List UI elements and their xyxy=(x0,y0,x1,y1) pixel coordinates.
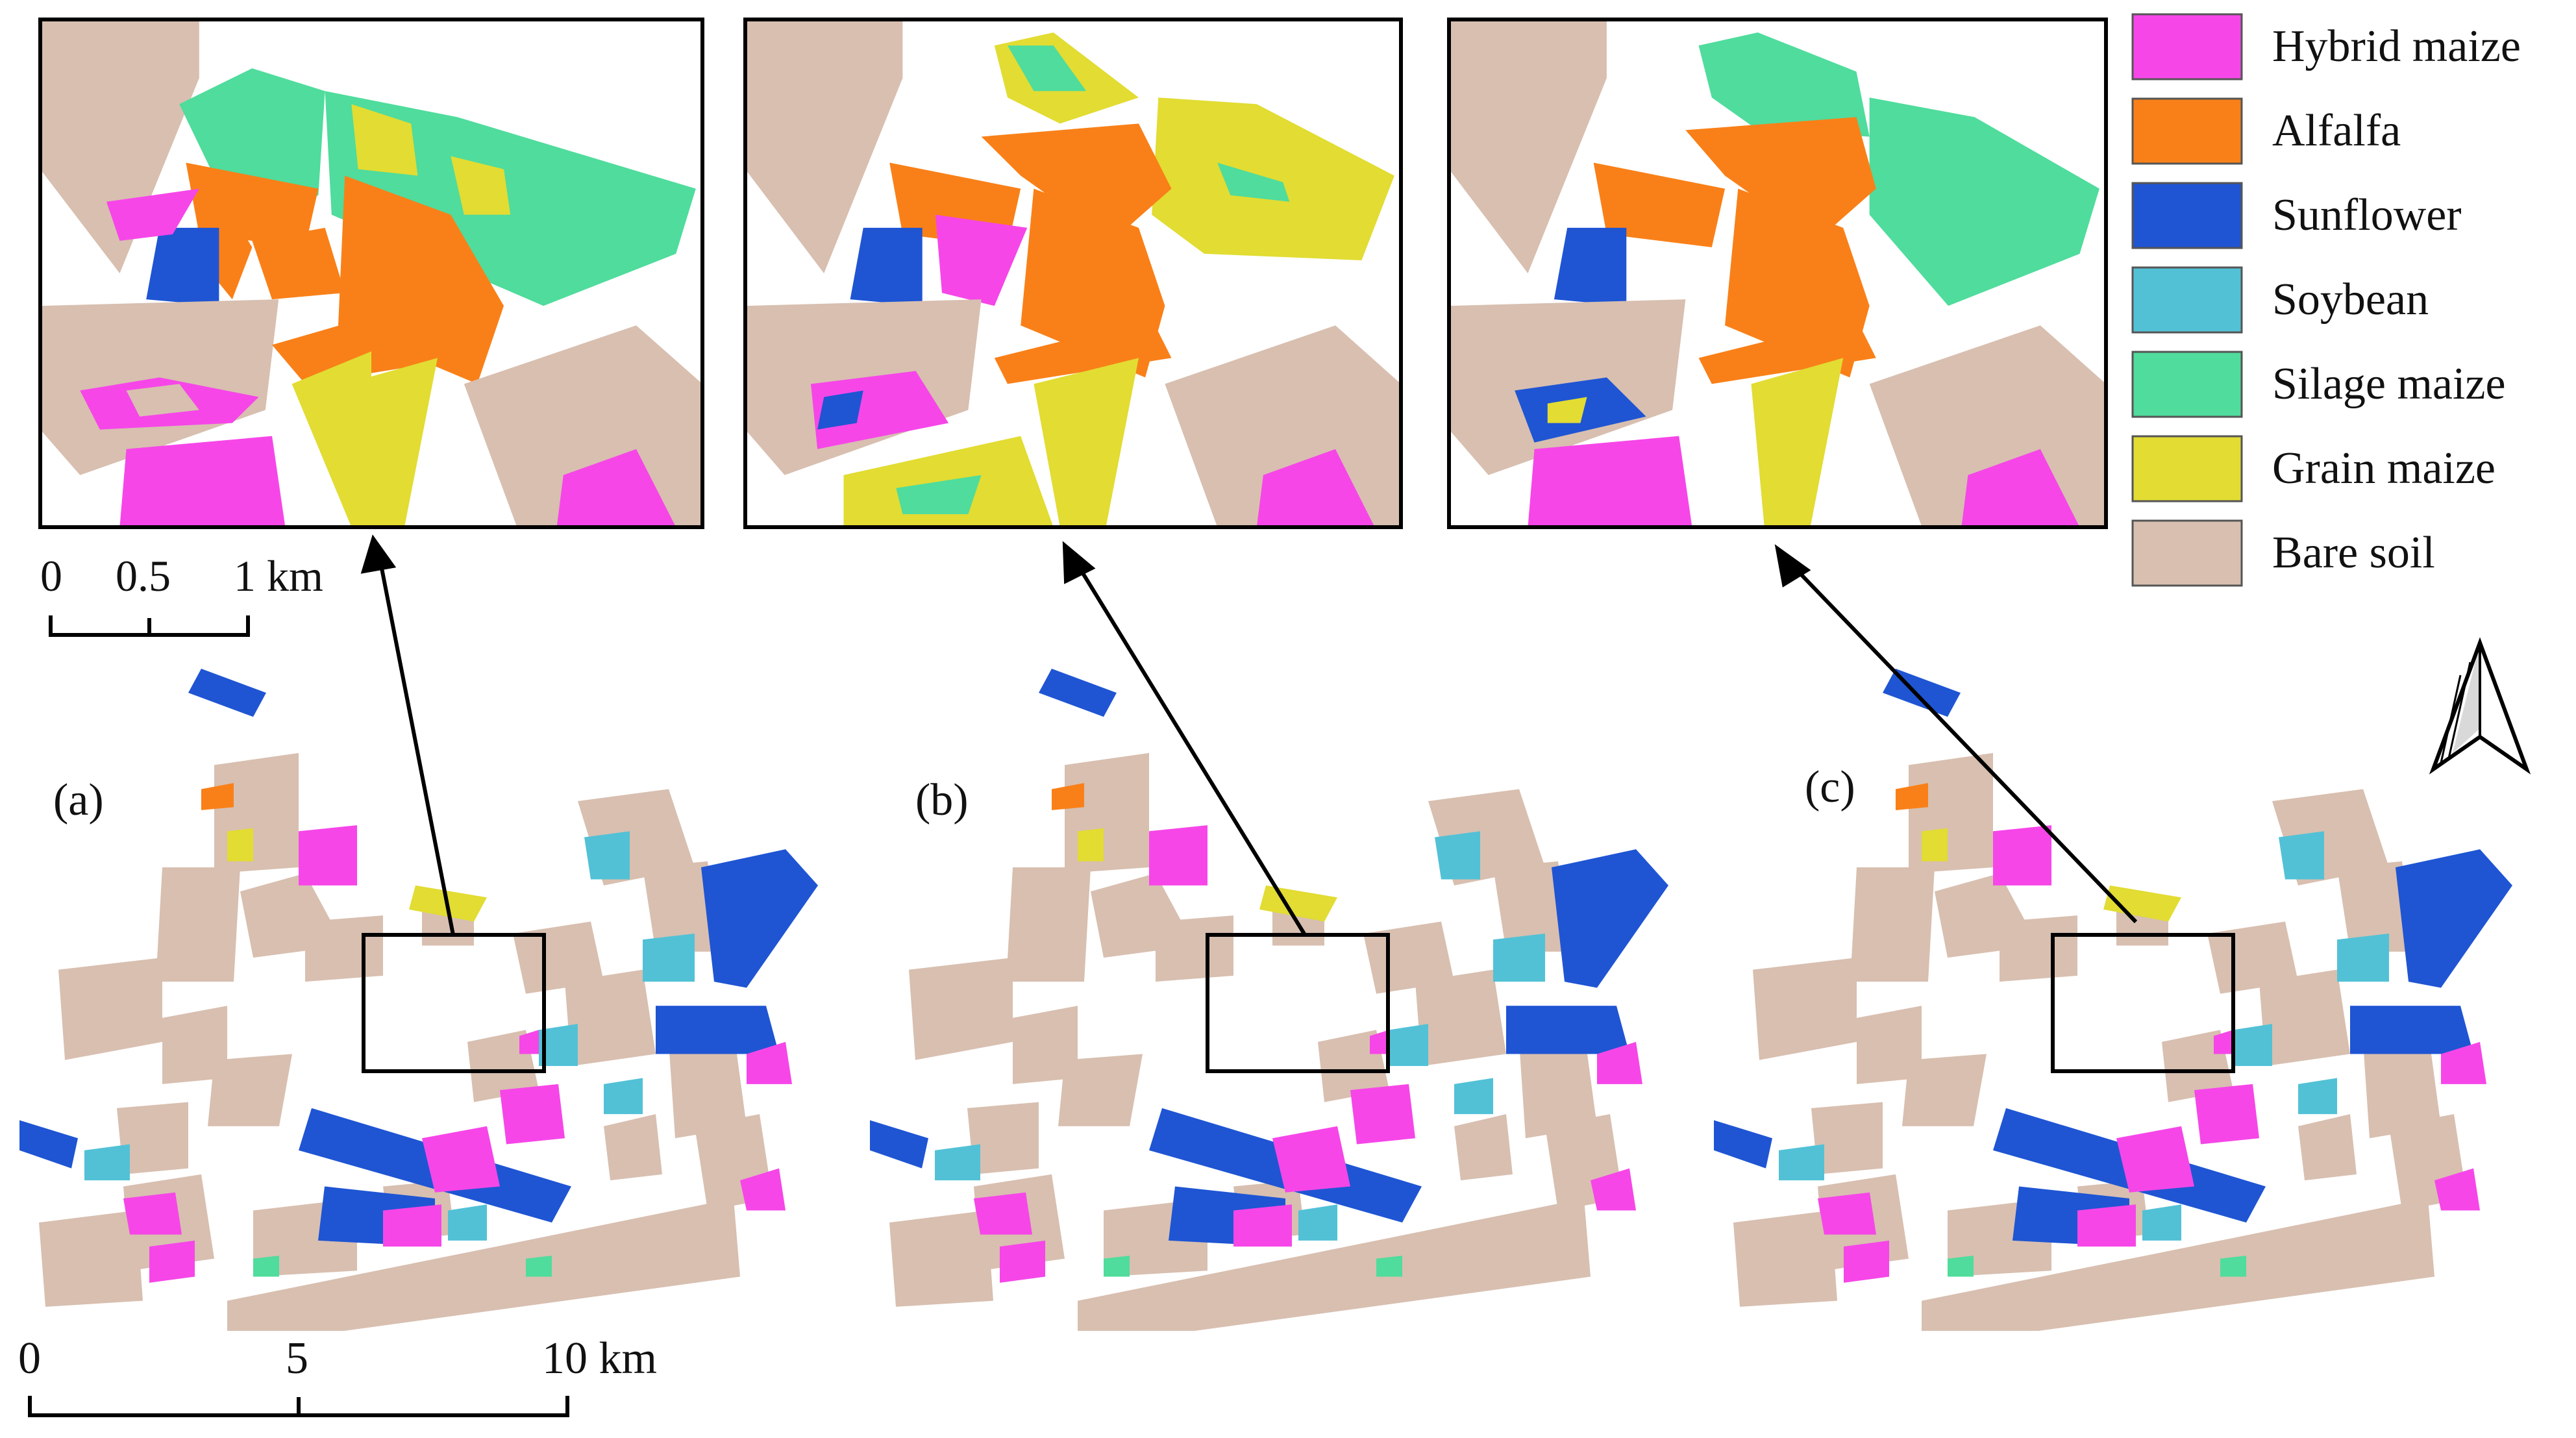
legend-label: Grain maize xyxy=(2272,443,2496,493)
legend-swatch xyxy=(2131,266,2243,334)
legend-item-hybrid-maize: Hybrid maize xyxy=(2131,13,2521,81)
legend-item-grain-maize: Grain maize xyxy=(2131,435,2496,502)
inset-scale-tick-2: 1 km xyxy=(234,551,323,601)
overview-map-b xyxy=(870,669,1668,1331)
overview-map-a xyxy=(19,669,818,1331)
inset-scale-bar: 0 0.5 1 km xyxy=(40,551,323,637)
legend-swatch xyxy=(2131,519,2243,587)
panel-label-a: (a) xyxy=(53,775,104,825)
legend-label: Soybean xyxy=(2272,275,2429,325)
legend-label: Hybrid maize xyxy=(2272,21,2521,71)
main-scale-tick-1: 5 xyxy=(286,1333,308,1383)
legend-item-silage-maize: Silage maize xyxy=(2131,351,2506,418)
main-scale-bar: 0 5 10 km xyxy=(18,1333,657,1417)
legend: Hybrid maizeAlfalfaSunflowerSoybeanSilag… xyxy=(2131,13,2521,587)
legend-swatch xyxy=(2131,351,2243,418)
north-arrow-icon xyxy=(2429,637,2531,775)
main-scale-tick-2: 10 km xyxy=(542,1333,657,1383)
inset-map-a xyxy=(38,18,704,529)
inset-map-c xyxy=(1447,18,2108,529)
legend-swatch xyxy=(2131,97,2243,165)
legend-item-sunflower: Sunflower xyxy=(2131,182,2462,249)
legend-label: Bare soil xyxy=(2272,528,2435,578)
legend-label: Silage maize xyxy=(2272,359,2506,409)
connector-arrows xyxy=(360,534,2138,936)
legend-item-bare-soil: Bare soil xyxy=(2131,519,2435,587)
inset-map-b xyxy=(743,18,1403,529)
main-scale-tick-0: 0 xyxy=(18,1333,41,1383)
legend-label: Sunflower xyxy=(2272,190,2462,240)
inset-scale-tick-0: 0 xyxy=(40,551,62,601)
inset-scale-tick-1: 0.5 xyxy=(116,551,171,601)
legend-label: Alfalfa xyxy=(2272,106,2401,156)
overview-map-c xyxy=(1714,669,2512,1331)
legend-swatch xyxy=(2131,13,2243,81)
legend-swatch xyxy=(2131,182,2243,249)
legend-item-alfalfa: Alfalfa xyxy=(2131,97,2401,165)
legend-item-soybean: Soybean xyxy=(2131,266,2429,334)
panel-label-b: (b) xyxy=(915,775,969,825)
panel-label-c: (c) xyxy=(1805,762,1855,812)
legend-swatch xyxy=(2131,435,2243,502)
